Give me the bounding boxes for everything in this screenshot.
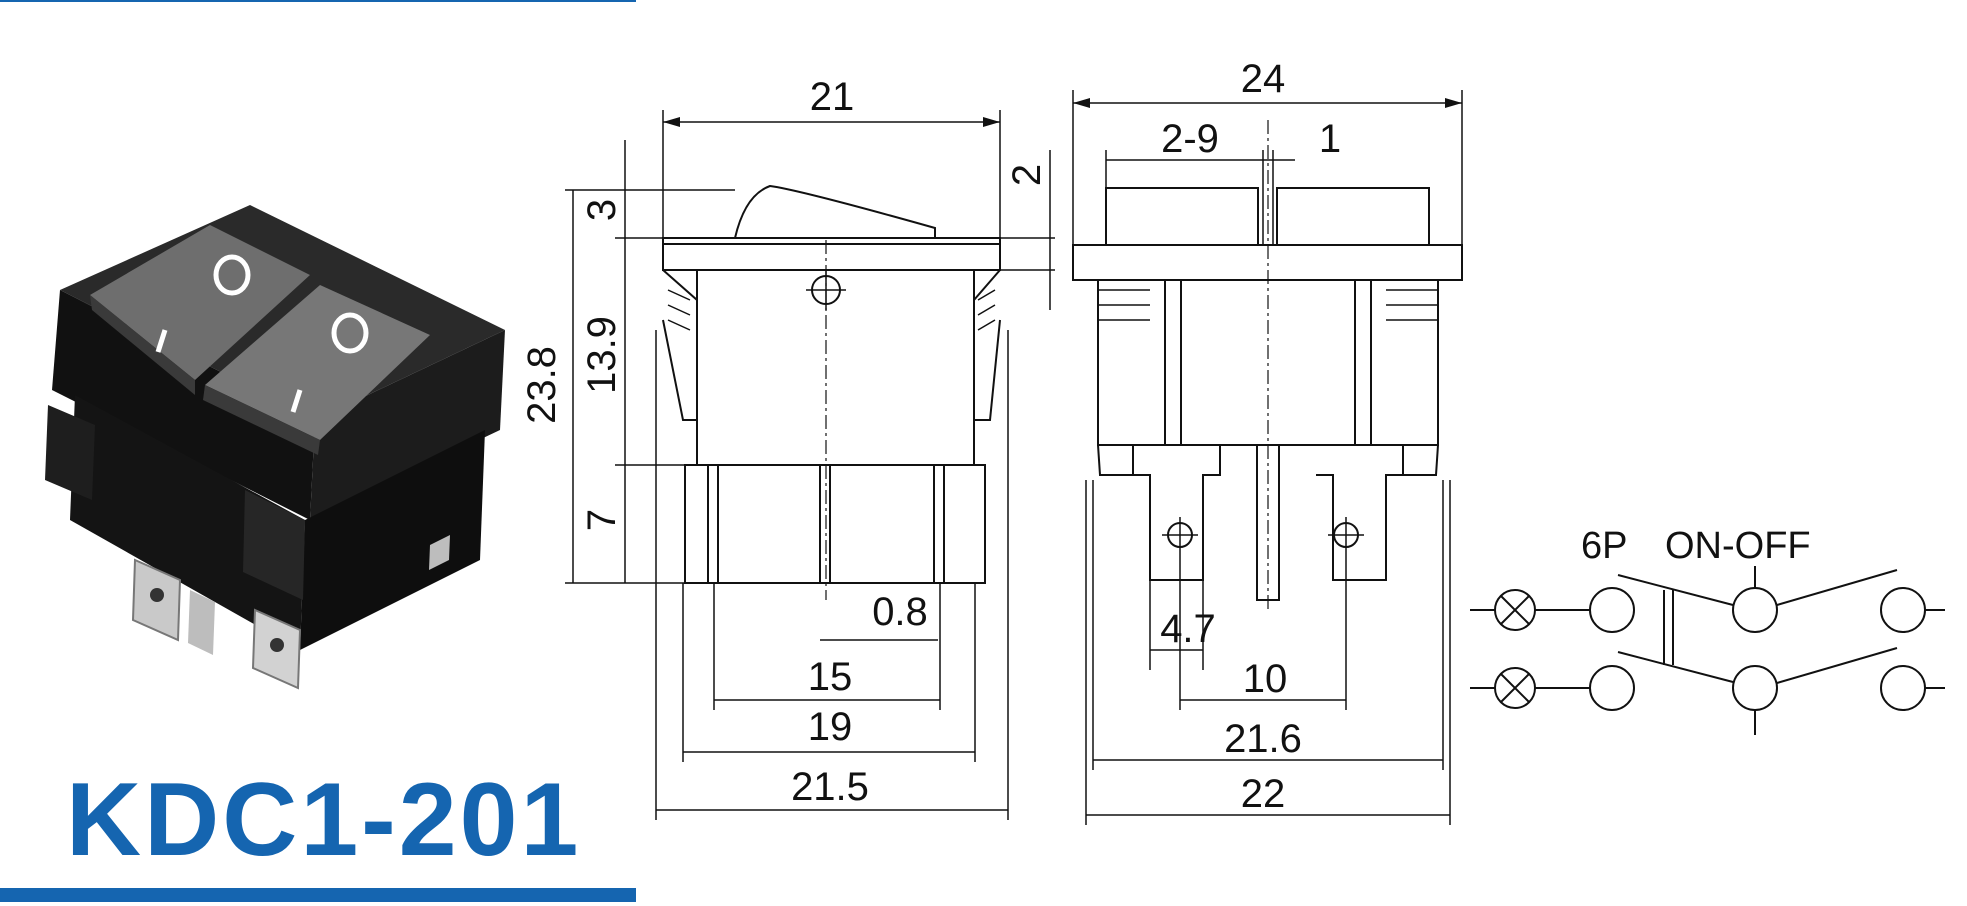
dim-2: 2 — [1005, 164, 1049, 186]
dim-4-7: 4.7 — [1160, 607, 1216, 651]
top-accent-bar — [0, 0, 636, 2]
dim-2-9: 2-9 — [1161, 117, 1219, 161]
dim-10: 10 — [1243, 657, 1288, 701]
function-label: ON-OFF — [1665, 525, 1811, 567]
dim-21-6: 21.6 — [1224, 717, 1302, 761]
dim-0-8: 0.8 — [872, 590, 928, 634]
side-view-drawing — [565, 110, 1055, 820]
wiring-schematic — [1470, 566, 1945, 735]
poles-label: 6P — [1581, 525, 1627, 567]
front-view-drawing — [1072, 90, 1463, 825]
dim-15: 15 — [808, 655, 853, 699]
dim-19: 19 — [808, 705, 853, 749]
bottom-accent-bar — [0, 888, 636, 902]
dim-7: 7 — [580, 509, 624, 531]
dim-21: 21 — [810, 75, 855, 119]
dim-1: 1 — [1319, 117, 1341, 161]
dim-3: 3 — [580, 199, 624, 221]
dim-13-9: 13.9 — [580, 316, 624, 394]
dim-24: 24 — [1241, 57, 1286, 101]
switch-photo — [45, 205, 505, 690]
dim-21-5: 21.5 — [791, 765, 869, 809]
dim-22: 22 — [1241, 772, 1286, 816]
dim-23-8: 23.8 — [520, 346, 564, 424]
model-title: KDC1-201 — [66, 762, 582, 878]
